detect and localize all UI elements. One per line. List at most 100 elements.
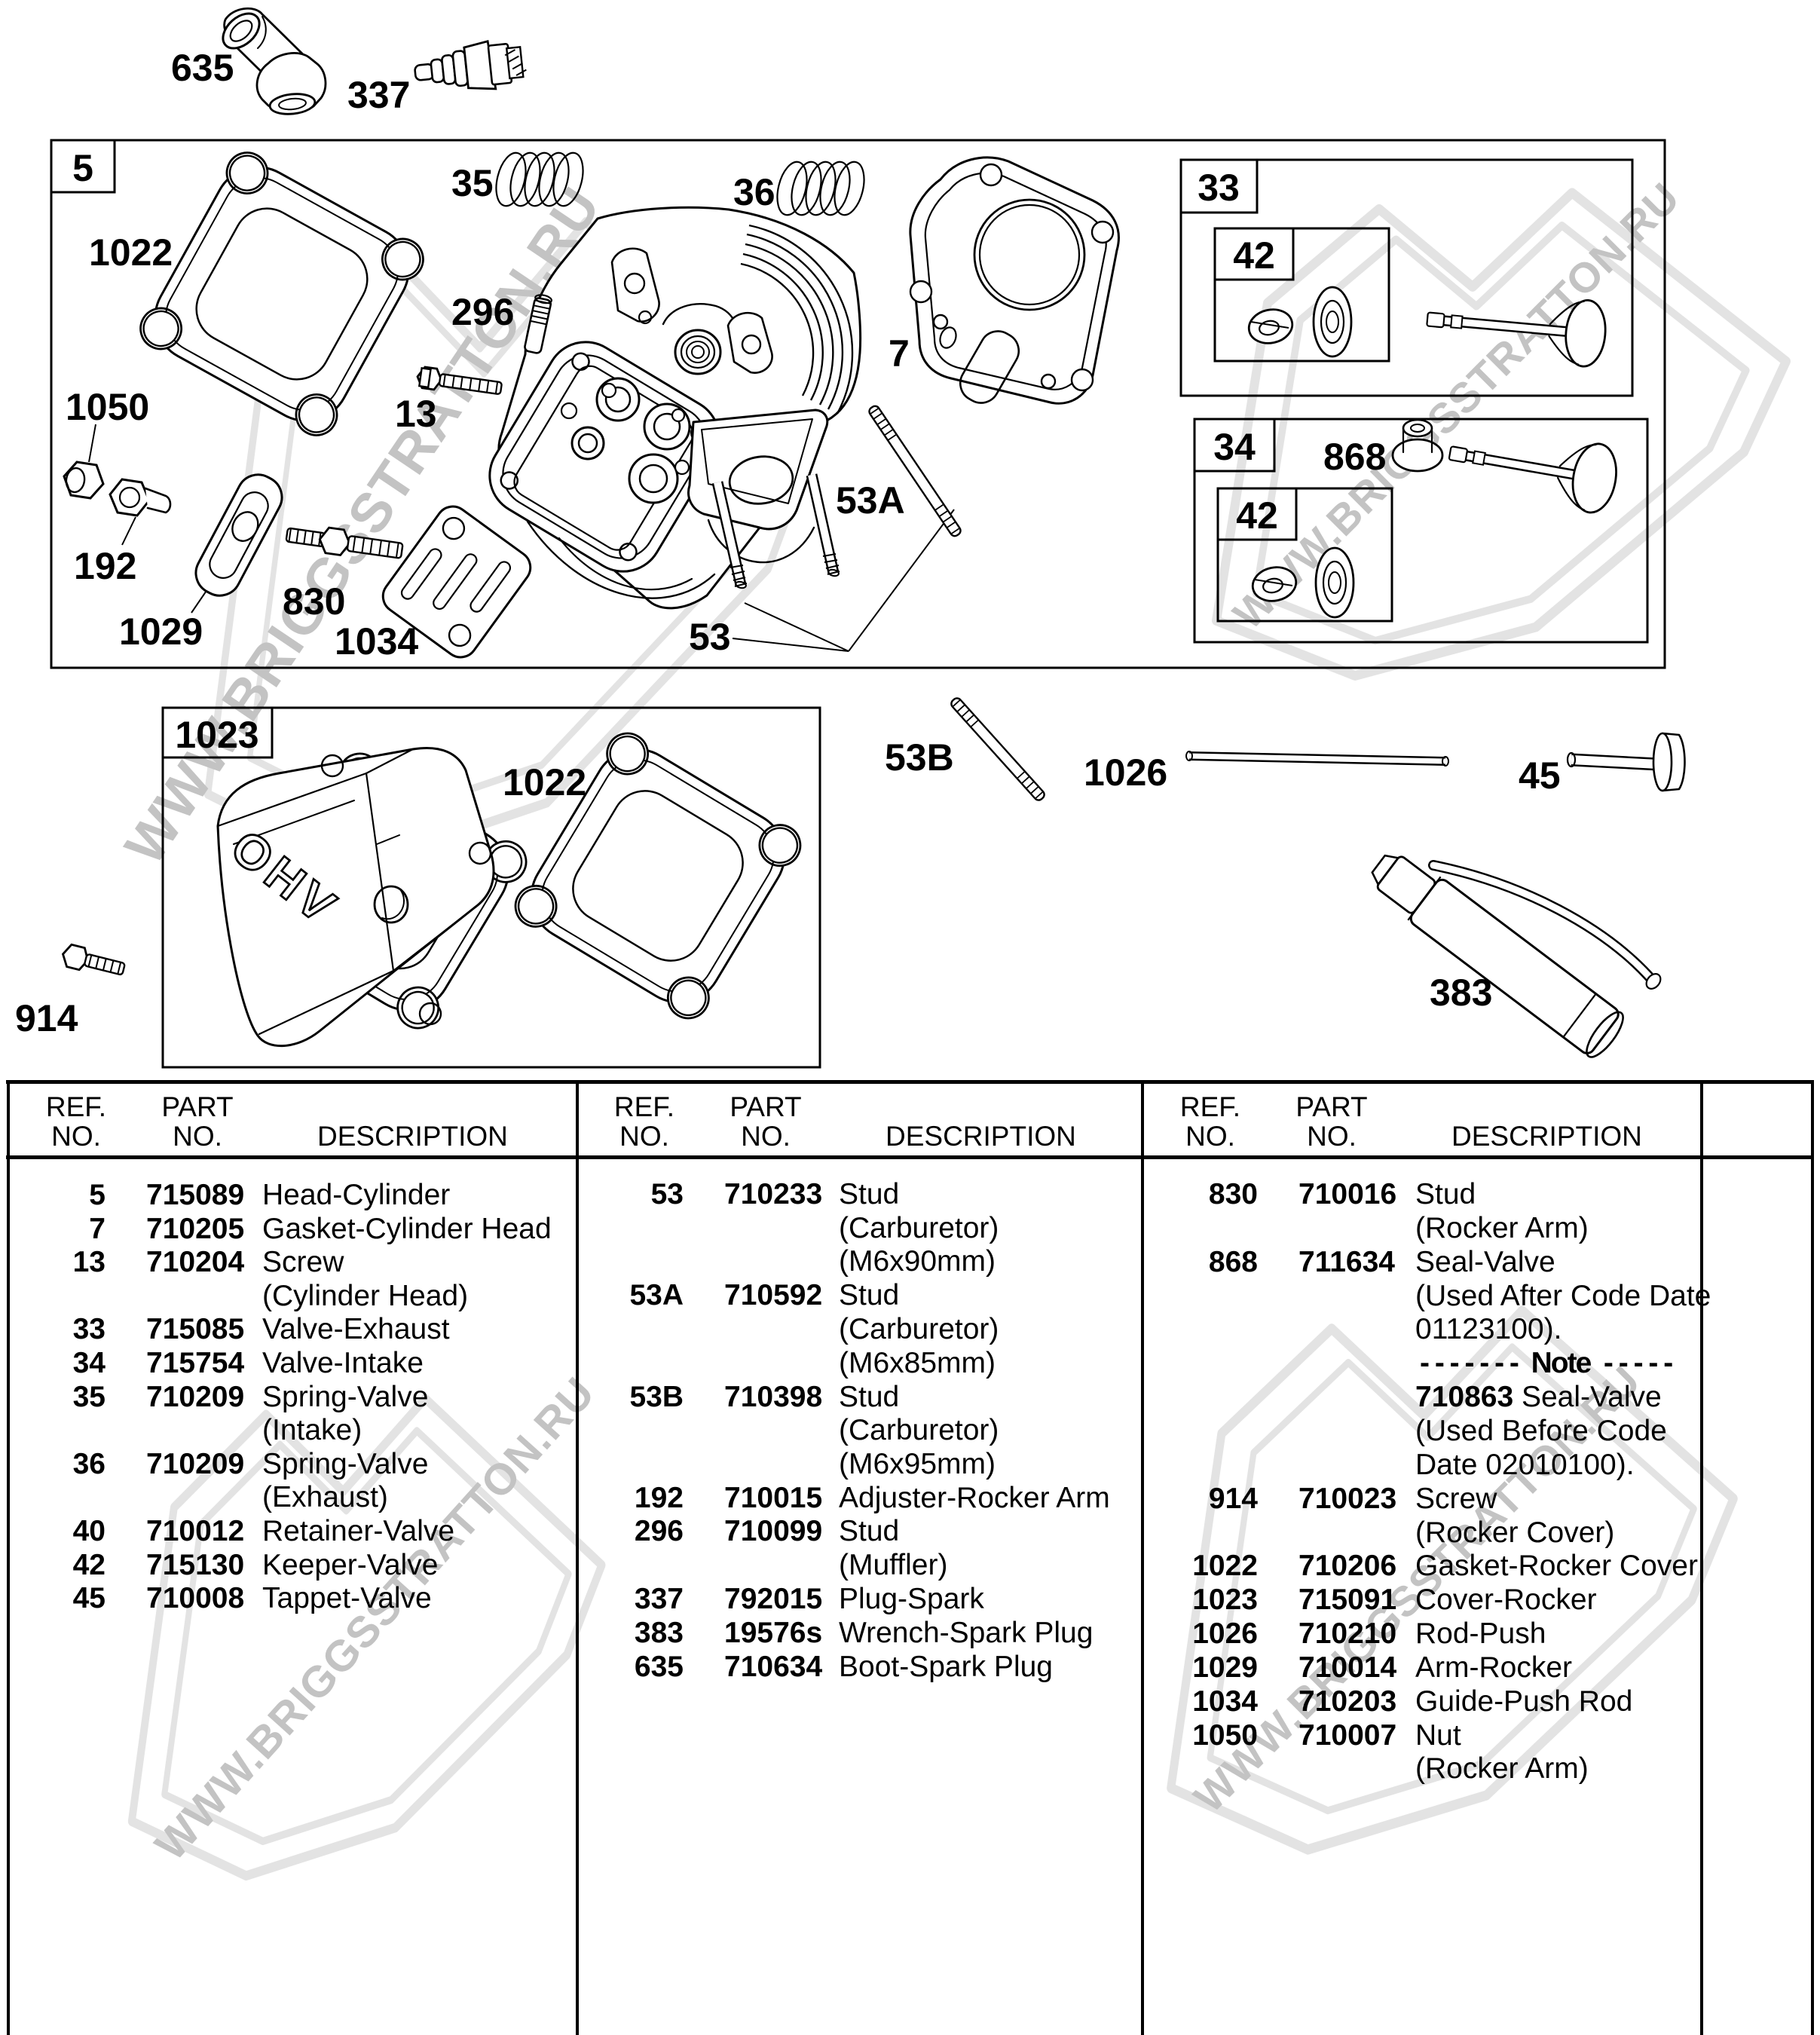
svg-text:5: 5 <box>89 1179 106 1211</box>
svg-text:34: 34 <box>1213 426 1256 468</box>
svg-text:1050: 1050 <box>66 386 149 428</box>
svg-text:710634: 710634 <box>724 1651 822 1683</box>
svg-text:(Cylinder Head): (Cylinder Head) <box>262 1280 468 1312</box>
svg-text:(Rocker Cover): (Rocker Cover) <box>1415 1516 1614 1549</box>
svg-text:1026: 1026 <box>1084 751 1167 794</box>
svg-text:35: 35 <box>451 162 494 204</box>
svg-text:DESCRIPTION: DESCRIPTION <box>1451 1121 1642 1152</box>
svg-text:383: 383 <box>1430 972 1492 1014</box>
svg-text:710015: 710015 <box>724 1482 822 1514</box>
svg-text:Boot-Spark Plug: Boot-Spark Plug <box>839 1651 1053 1683</box>
svg-text:PART: PART <box>161 1091 233 1122</box>
svg-text:Stud: Stud <box>839 1515 899 1547</box>
svg-text:19576s: 19576s <box>724 1617 822 1649</box>
svg-text:710023: 710023 <box>1298 1483 1396 1515</box>
svg-text:1022: 1022 <box>89 231 173 274</box>
svg-text:45: 45 <box>73 1582 106 1614</box>
svg-text:53B: 53B <box>885 736 954 779</box>
svg-text:01123100).: 01123100). <box>1415 1313 1562 1345</box>
svg-text:914: 914 <box>15 997 78 1039</box>
svg-text:(Carburetor): (Carburetor) <box>839 1212 999 1244</box>
svg-text:868: 868 <box>1323 436 1386 478</box>
svg-text:(Exhaust): (Exhaust) <box>262 1481 388 1513</box>
svg-text:715085: 715085 <box>146 1313 244 1345</box>
svg-text:NO.: NO. <box>741 1121 791 1152</box>
svg-text:Nut: Nut <box>1415 1719 1461 1752</box>
svg-text:NO.: NO. <box>619 1121 669 1152</box>
svg-text:710209: 710209 <box>146 1448 244 1480</box>
svg-text:710210: 710210 <box>1298 1617 1396 1650</box>
svg-text:13: 13 <box>73 1246 106 1278</box>
svg-text:40: 40 <box>73 1515 106 1547</box>
svg-text:PART: PART <box>1295 1091 1367 1122</box>
svg-text:710007: 710007 <box>1298 1719 1396 1752</box>
svg-text:Wrench-Spark Plug: Wrench-Spark Plug <box>839 1617 1093 1649</box>
svg-text:Arm-Rocker: Arm-Rocker <box>1415 1651 1572 1684</box>
svg-text:710863 Seal-Valve: 710863 Seal-Valve <box>1415 1381 1662 1413</box>
svg-text:NO.: NO. <box>1307 1121 1357 1152</box>
svg-text:REF.: REF. <box>46 1091 106 1122</box>
svg-text:1034: 1034 <box>335 620 418 663</box>
svg-text:45: 45 <box>1519 754 1561 797</box>
svg-text:Gasket-Rocker Cover: Gasket-Rocker Cover <box>1415 1550 1698 1582</box>
svg-text:914: 914 <box>1209 1483 1258 1515</box>
svg-text:42: 42 <box>1233 234 1275 277</box>
svg-text:Valve-Intake: Valve-Intake <box>262 1347 424 1379</box>
svg-text:Spring-Valve: Spring-Valve <box>262 1448 428 1480</box>
svg-text:(Rocker Arm): (Rocker Arm) <box>1415 1752 1589 1785</box>
svg-text:710203: 710203 <box>1298 1685 1396 1718</box>
svg-text:715754: 715754 <box>146 1347 244 1379</box>
svg-text:42: 42 <box>73 1549 106 1581</box>
svg-text:710016: 710016 <box>1298 1178 1396 1210</box>
svg-text:(Carburetor): (Carburetor) <box>839 1414 999 1446</box>
svg-text:1026: 1026 <box>1192 1617 1258 1650</box>
svg-text:296: 296 <box>635 1515 684 1547</box>
svg-text:(M6x90mm): (M6x90mm) <box>839 1245 996 1278</box>
svg-text:7: 7 <box>889 332 910 375</box>
svg-text:DESCRIPTION: DESCRIPTION <box>886 1121 1076 1152</box>
svg-text:1022: 1022 <box>503 761 586 803</box>
svg-text:REF.: REF. <box>1180 1091 1240 1122</box>
svg-text:192: 192 <box>74 545 136 587</box>
svg-text:34: 34 <box>73 1347 106 1379</box>
svg-text:337: 337 <box>635 1583 684 1615</box>
svg-text:(M6x85mm): (M6x85mm) <box>839 1347 996 1379</box>
svg-text:Valve-Exhaust: Valve-Exhaust <box>262 1313 450 1345</box>
svg-text:710014: 710014 <box>1298 1651 1396 1684</box>
svg-text:Seal-Valve: Seal-Valve <box>1415 1246 1555 1278</box>
svg-text:Screw: Screw <box>1415 1483 1497 1515</box>
svg-text:7: 7 <box>89 1213 106 1245</box>
svg-text:42: 42 <box>1236 494 1278 537</box>
svg-text:NO.: NO. <box>51 1121 101 1152</box>
svg-text:(Used Before Code: (Used Before Code <box>1415 1415 1667 1447</box>
svg-text:33: 33 <box>73 1313 106 1345</box>
svg-text:710206: 710206 <box>1298 1550 1396 1582</box>
svg-text:53A: 53A <box>836 479 905 522</box>
svg-text:Screw: Screw <box>262 1246 344 1278</box>
svg-text:296: 296 <box>451 291 514 333</box>
svg-text:Cover-Rocker: Cover-Rocker <box>1415 1584 1597 1616</box>
svg-text:PART: PART <box>730 1091 801 1122</box>
svg-text:(Muffler): (Muffler) <box>839 1549 947 1581</box>
svg-text:383: 383 <box>635 1617 684 1649</box>
svg-text:35: 35 <box>73 1381 106 1413</box>
svg-text:REF.: REF. <box>614 1091 674 1122</box>
svg-text:635: 635 <box>171 47 234 89</box>
svg-text:Stud: Stud <box>839 1178 899 1210</box>
svg-text:(M6x95mm): (M6x95mm) <box>839 1448 996 1480</box>
svg-text:(Used After Code Date: (Used After Code Date <box>1415 1280 1711 1312</box>
svg-text:Plug-Spark: Plug-Spark <box>839 1583 984 1615</box>
svg-text:710209: 710209 <box>146 1381 244 1413</box>
svg-text:Stud: Stud <box>1415 1178 1476 1210</box>
svg-text:36: 36 <box>73 1448 106 1480</box>
svg-text:1029: 1029 <box>1192 1651 1258 1684</box>
svg-text:Gasket-Cylinder Head: Gasket-Cylinder Head <box>262 1213 552 1245</box>
svg-text:1023: 1023 <box>1192 1584 1258 1616</box>
svg-text:Guide-Push Rod: Guide-Push Rod <box>1415 1685 1632 1718</box>
svg-text:710204: 710204 <box>146 1246 244 1278</box>
svg-text:1034: 1034 <box>1192 1685 1258 1718</box>
svg-text:1023: 1023 <box>175 714 258 756</box>
svg-text:(Carburetor): (Carburetor) <box>839 1313 999 1345</box>
svg-text:830: 830 <box>283 580 345 623</box>
svg-text:710233: 710233 <box>724 1178 822 1210</box>
